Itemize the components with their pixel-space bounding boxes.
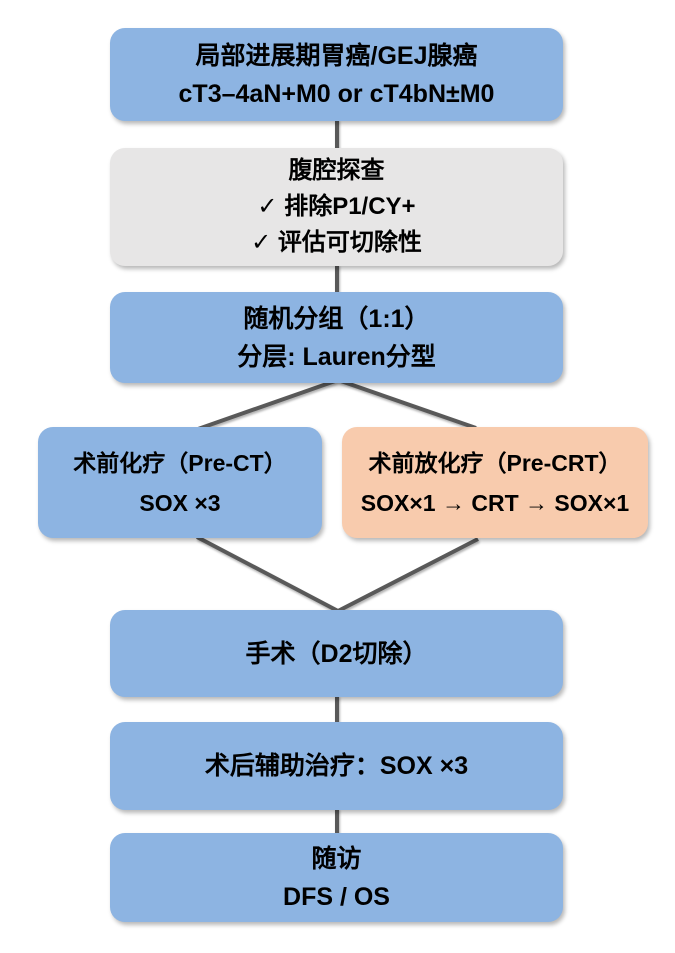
- node-adjuvant-therapy: 术后辅助治疗：SOX ×3: [110, 722, 563, 810]
- follow-up-endpoints: DFS / OS: [283, 882, 390, 911]
- node-pre-ct-arm: 术前化疗（Pre-CT） SOX ×3: [38, 427, 322, 538]
- connector-randomization-branch: [197, 377, 477, 431]
- randomization-title: 随机分组（1:1）: [243, 304, 430, 333]
- node-diagnosis: 局部进展期胃癌/GEJ腺癌 cT3–4aN+M0 or cT4bN±M0: [110, 28, 563, 121]
- exploration-check-2: ✓ 评估可切除性: [251, 229, 422, 256]
- exploration-title: 腹腔探查: [288, 157, 385, 184]
- node-follow-up: 随访 DFS / OS: [110, 833, 563, 922]
- follow-up-title: 随访: [311, 844, 362, 873]
- connector-arms-to-surgery: [196, 535, 479, 614]
- pre-ct-title: 术前化疗（Pre-CT）: [73, 449, 287, 476]
- diagnosis-title: 局部进展期胃癌/GEJ腺癌: [195, 41, 478, 70]
- node-surgery: 手术（D2切除）: [110, 610, 563, 697]
- node-laparoscopic-exploration: 腹腔探查 ✓ 排除P1/CY+ ✓ 评估可切除性: [110, 148, 563, 266]
- node-randomization: 随机分组（1:1） 分层: Lauren分型: [110, 292, 563, 383]
- randomization-stratification: 分层: Lauren分型: [237, 342, 436, 371]
- node-pre-crt-arm: 术前放化疗（Pre-CRT） SOX×1 → CRT → SOX×1: [342, 427, 648, 538]
- exploration-check-1: ✓ 排除P1/CY+: [257, 193, 416, 220]
- surgery-title: 手术（D2切除）: [245, 639, 428, 668]
- pre-crt-regimen: SOX×1 → CRT → SOX×1: [360, 489, 630, 516]
- diagnosis-stage: cT3–4aN+M0 or cT4bN±M0: [178, 79, 495, 108]
- pre-ct-regimen: SOX ×3: [139, 489, 221, 516]
- pre-crt-title: 术前放化疗（Pre-CRT）: [368, 449, 622, 476]
- adjuvant-title: 术后辅助治疗：SOX ×3: [204, 752, 469, 780]
